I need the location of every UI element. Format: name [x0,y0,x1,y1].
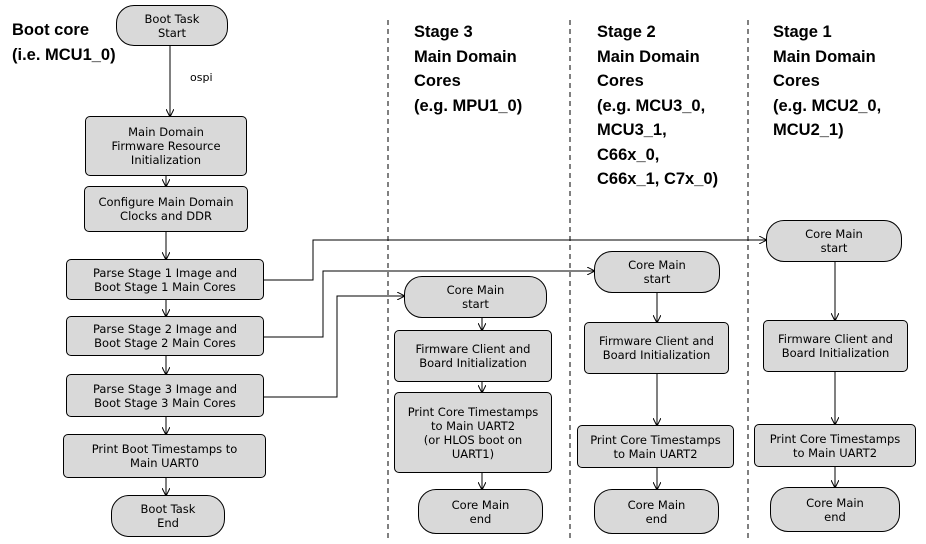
stage1-print-core-timestamps: Print Core Timestamps to Main UART2 [754,424,916,467]
stage1-core-main-end: Core Main end [770,487,900,532]
parse-stage3-image: Parse Stage 3 Image and Boot Stage 3 Mai… [66,374,264,417]
arrow-parse2-to-stage2-start [264,271,594,338]
header-stage2: Stage 2 Main Domain Cores (e.g. MCU3_0, … [597,23,719,188]
stage2-firmware-client-init: Firmware Client and Board Initialization [584,322,729,374]
edge-label-ospi: ospi [190,71,213,84]
stage3-core-main-start: Core Main start [404,276,547,318]
stage3-print-core-timestamps: Print Core Timestamps to Main UART2 (or … [394,392,552,473]
stage3-firmware-client-init: Firmware Client and Board Initialization [394,330,552,382]
stage1-firmware-client-init: Firmware Client and Board Initialization [763,320,908,372]
arrow-parse1-to-stage1-start [264,240,766,281]
header-stage3: Stage 3 Main Domain Cores (e.g. MPU1_0) [414,23,523,115]
stage3-core-main-end: Core Main end [418,489,543,534]
header-boot-core: Boot core (i.e. MCU1_0) [12,21,116,64]
print-boot-timestamps: Print Boot Timestamps to Main UART0 [63,434,266,478]
configure-clocks-ddr: Configure Main Domain Clocks and DDR [84,186,248,232]
parse-stage2-image: Parse Stage 2 Image and Boot Stage 2 Mai… [66,316,264,356]
stage2-core-main-end: Core Main end [594,489,719,534]
stage2-print-core-timestamps: Print Core Timestamps to Main UART2 [577,425,734,468]
main-domain-firmware-init: Main Domain Firmware Resource Initializa… [85,116,247,176]
arrow-parse3-to-stage3-start [264,296,404,398]
boot-task-start: Boot Task Start [116,5,228,46]
stage2-core-main-start: Core Main start [594,251,720,293]
stage1-core-main-start: Core Main start [766,220,902,262]
parse-stage1-image: Parse Stage 1 Image and Boot Stage 1 Mai… [66,259,264,300]
header-stage1: Stage 1 Main Domain Cores (e.g. MCU2_0, … [773,23,882,139]
boot-task-end: Boot Task End [111,495,225,537]
